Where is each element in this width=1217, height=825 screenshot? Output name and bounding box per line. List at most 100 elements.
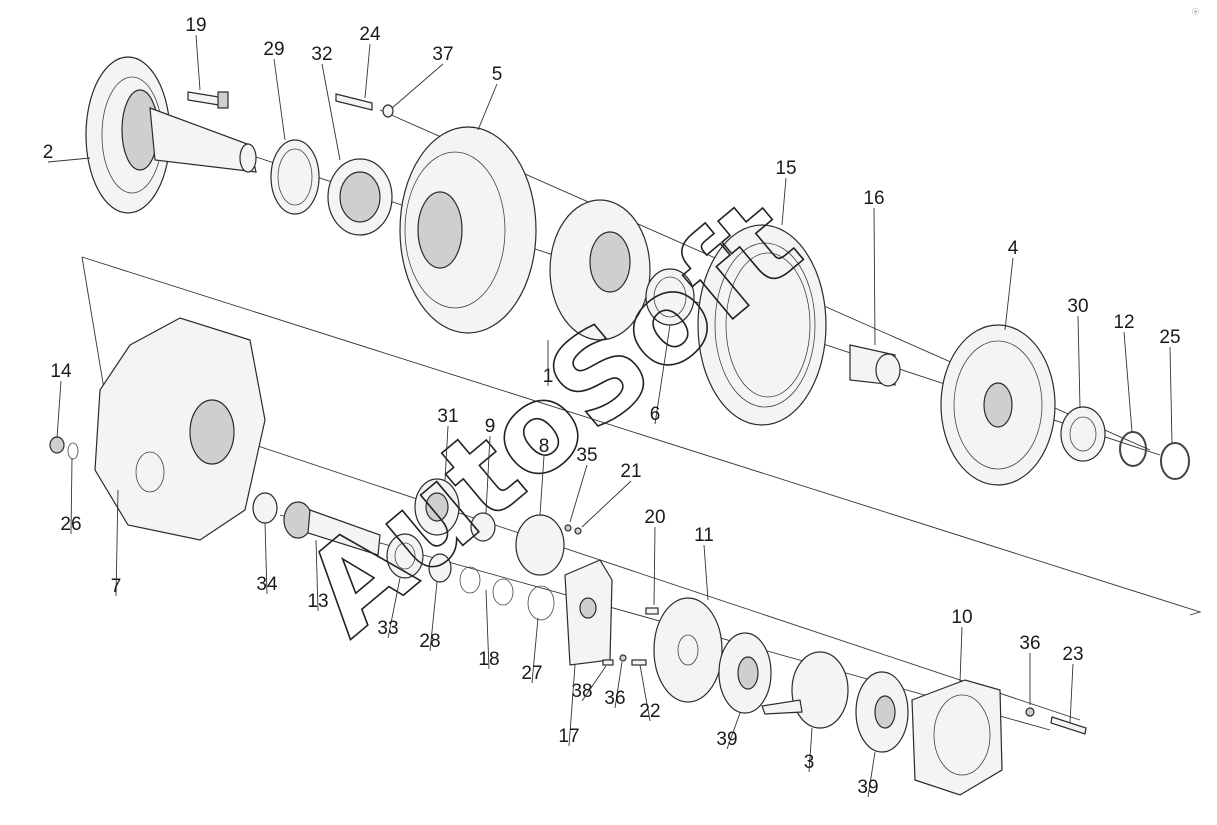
planet-carrier [549, 199, 651, 341]
callout-17: 17 [558, 664, 580, 747]
callout-27: 27 [521, 617, 543, 684]
bearing-31 [414, 478, 460, 536]
callout-leader [444, 425, 449, 481]
bolt [187, 91, 229, 109]
bolt-22 [631, 659, 647, 666]
callout-number: 39 [857, 777, 878, 798]
bearing-34 [252, 492, 278, 524]
callout-22: 22 [639, 664, 661, 722]
callout-number: 13 [307, 591, 328, 612]
ring-28 [428, 553, 452, 583]
callout-leader [195, 34, 201, 91]
callout-number: 22 [639, 701, 660, 722]
callout-1: 1 [543, 340, 553, 387]
callout-16: 16 [863, 188, 885, 346]
callout-leader [568, 664, 576, 747]
callout-number: 8 [539, 436, 550, 457]
callout-5: 5 [477, 64, 502, 131]
callout-number: 9 [485, 416, 496, 437]
callout-number: 25 [1159, 327, 1180, 348]
seal-ring [270, 139, 320, 215]
callout-number: 35 [576, 445, 597, 466]
pinion-shaft [283, 501, 381, 556]
bearing [327, 158, 393, 236]
pin-20 [645, 607, 659, 615]
callout-number: 28 [419, 631, 440, 652]
callout-3: 3 [804, 727, 814, 773]
callout-14: 14 [50, 361, 72, 439]
callout-number: 37 [432, 44, 453, 65]
callout-leader [539, 455, 545, 516]
callout-leader [485, 435, 491, 514]
nut [382, 104, 394, 118]
callout-leader [70, 457, 73, 535]
seal [1160, 442, 1190, 480]
callout-number: 23 [1062, 644, 1083, 665]
cap-9 [470, 512, 496, 542]
callout-32: 32 [311, 44, 341, 161]
screw-21 [574, 527, 582, 535]
callout-31: 31 [437, 406, 459, 481]
callout-19: 19 [185, 15, 207, 91]
callout-leader [1123, 331, 1133, 433]
callout-leader [1077, 315, 1081, 409]
callout-leader [47, 157, 91, 163]
callout-25: 25 [1159, 327, 1181, 445]
washer-36 [619, 654, 627, 662]
callout-35: 35 [569, 445, 598, 523]
callout-leader [703, 544, 709, 601]
disc-11 [653, 597, 723, 703]
callout-leader [653, 526, 656, 606]
callout-number: 4 [1008, 238, 1019, 259]
callout-39: 39 [716, 712, 741, 750]
callout-39: 39 [857, 751, 879, 798]
bearing-small [1060, 406, 1106, 462]
callout-leader [1004, 257, 1014, 331]
callout-4: 4 [1004, 238, 1019, 331]
callout-13: 13 [307, 539, 329, 612]
callout-number: 36 [1019, 633, 1040, 654]
callout-29: 29 [263, 39, 286, 141]
callout-leader [654, 324, 671, 425]
callout-number: 38 [571, 681, 592, 702]
callout-leader [56, 380, 62, 439]
callout-number: 21 [620, 461, 641, 482]
callout-leader [873, 207, 876, 346]
callout-2: 2 [43, 142, 91, 163]
callout-leader [321, 63, 341, 161]
main-housing [94, 317, 266, 541]
callout-number: 32 [311, 44, 332, 65]
callout-33: 33 [377, 577, 401, 639]
callout-number: 12 [1113, 312, 1134, 333]
callout-6: 6 [650, 324, 671, 425]
callout-leader [614, 661, 623, 709]
callout-leader [726, 712, 741, 750]
callout-26: 26 [60, 457, 82, 535]
callout-leader [959, 626, 963, 683]
callout-8: 8 [539, 436, 550, 516]
callout-36: 36 [1019, 633, 1041, 705]
callout-number: 15 [775, 158, 796, 179]
callout-number: 34 [256, 574, 278, 595]
brake-disc-39 [718, 632, 772, 714]
callout-leader [808, 727, 813, 773]
callout-28: 28 [419, 581, 441, 652]
callout-leader [1169, 346, 1173, 445]
callout-leader [867, 751, 876, 798]
ring-gear [697, 224, 827, 426]
washer-36b [1025, 707, 1035, 717]
callout-7: 7 [111, 489, 122, 597]
callout-leader [581, 480, 632, 528]
callout-number: 33 [377, 618, 398, 639]
callout-leader [364, 43, 371, 99]
plate-17 [564, 559, 613, 666]
callout-leader [639, 664, 651, 722]
callout-number: 36 [604, 688, 625, 709]
corner-mark: ⓐ [1192, 8, 1199, 16]
callout-number: 26 [60, 514, 81, 535]
bearing-33 [386, 533, 424, 579]
callout-20: 20 [644, 507, 666, 606]
callout-number: 7 [111, 576, 122, 597]
